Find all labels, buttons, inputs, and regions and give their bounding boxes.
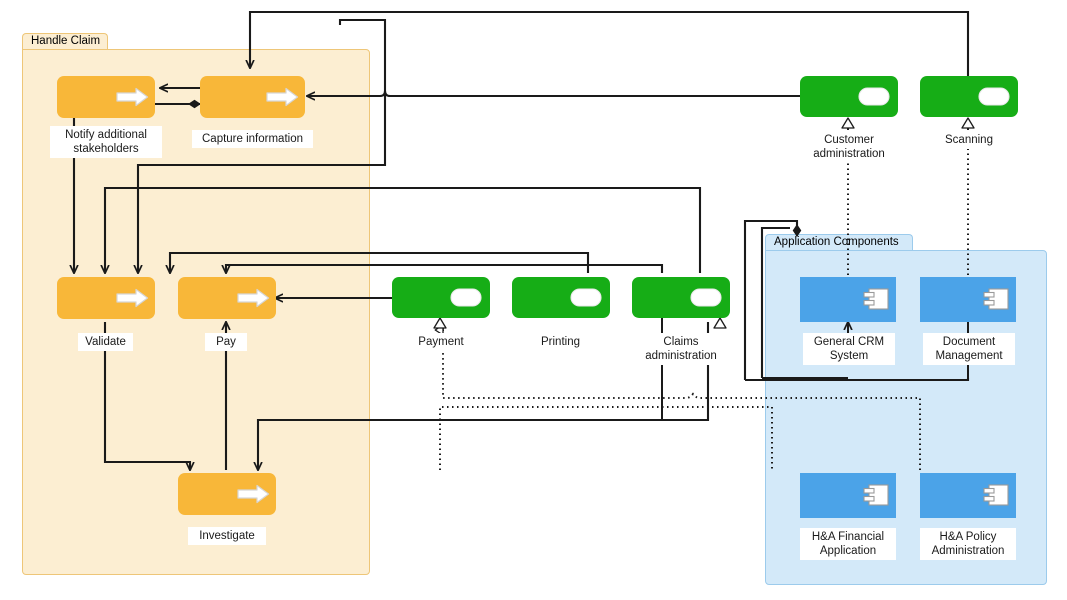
component-ha-financial-application[interactable] xyxy=(800,473,896,518)
process-arrow-icon xyxy=(237,288,270,308)
conn-financial-realizes-payment xyxy=(439,406,773,470)
service-printing-label: Printing xyxy=(533,333,588,351)
component-icon xyxy=(983,484,1009,506)
realize-arrow-claimsadm xyxy=(713,317,727,329)
component-icon xyxy=(863,288,889,310)
service-rounded-icon xyxy=(570,288,602,307)
conn-scanning-to-capture xyxy=(250,10,970,76)
service-customer-administration[interactable] xyxy=(800,76,898,117)
process-validate-label: Validate xyxy=(78,333,133,351)
conn-rail-to-investigate xyxy=(258,322,710,470)
component-general-crm-system-label: General CRM System xyxy=(803,333,895,365)
component-icon xyxy=(983,288,1009,310)
process-capture-information-label: Capture information xyxy=(192,130,313,148)
service-rounded-icon xyxy=(978,87,1010,106)
conn-claimsadm-to-validate xyxy=(105,186,702,273)
conn-crm-to-group xyxy=(743,219,797,380)
component-icon xyxy=(863,484,889,506)
service-rounded-icon xyxy=(690,288,722,307)
component-general-crm-system[interactable] xyxy=(800,277,896,322)
process-arrow-icon xyxy=(237,484,270,504)
conn-printing-to-validate xyxy=(170,251,590,273)
conn-claimsadm-to-pay xyxy=(226,263,664,273)
group-handle-claim-label: Handle Claim xyxy=(31,35,101,48)
component-ha-policy-administration[interactable] xyxy=(920,473,1016,518)
service-payment-label: Payment xyxy=(412,333,470,351)
process-capture-information[interactable] xyxy=(200,76,305,118)
service-rounded-icon xyxy=(858,87,890,106)
process-notify-additional-stakeholders-label: Notify additional stakeholders xyxy=(50,126,162,158)
component-ha-policy-administration-label: H&A Policy Administration xyxy=(920,528,1016,560)
component-ha-financial-application-label: H&A Financial Application xyxy=(800,528,896,560)
component-document-management[interactable] xyxy=(920,277,1016,322)
process-notify-additional-stakeholders[interactable] xyxy=(57,76,155,118)
service-printing[interactable] xyxy=(512,277,610,318)
realize-arrow-payment xyxy=(433,317,447,329)
process-arrow-icon xyxy=(116,288,149,308)
process-pay-label: Pay xyxy=(205,333,247,351)
process-validate[interactable] xyxy=(57,277,155,319)
process-arrow-icon xyxy=(266,87,299,107)
process-pay[interactable] xyxy=(178,277,276,319)
conn-validate-to-investigate xyxy=(103,322,190,470)
conn-crm-inner-rail xyxy=(760,226,790,378)
group-application-components-label: Application Components xyxy=(774,236,899,249)
conn-policy-realizes-claimsadm xyxy=(442,328,921,470)
service-scanning[interactable] xyxy=(920,76,1018,117)
component-document-management-label: Document Management xyxy=(923,333,1015,365)
realize-arrow-custadm xyxy=(841,117,855,129)
process-arrow-icon xyxy=(116,87,149,107)
conn-top-stub xyxy=(138,18,387,273)
realization-arrowheads xyxy=(433,117,975,329)
process-investigate-label: Investigate xyxy=(188,527,266,545)
service-claims-administration-label: Claims administration xyxy=(633,333,729,365)
group-application-components-tab: Application Components xyxy=(765,234,913,251)
conn-custadm-to-capture xyxy=(307,90,806,96)
service-scanning-label: Scanning xyxy=(939,131,999,149)
service-customer-administration-label: Customer administration xyxy=(801,131,897,163)
service-payment[interactable] xyxy=(392,277,490,318)
realize-arrow-scanning xyxy=(961,117,975,129)
service-claims-administration[interactable] xyxy=(632,277,730,318)
group-handle-claim-tab: Handle Claim xyxy=(22,33,108,50)
service-rounded-icon xyxy=(450,288,482,307)
process-investigate[interactable] xyxy=(178,473,276,515)
